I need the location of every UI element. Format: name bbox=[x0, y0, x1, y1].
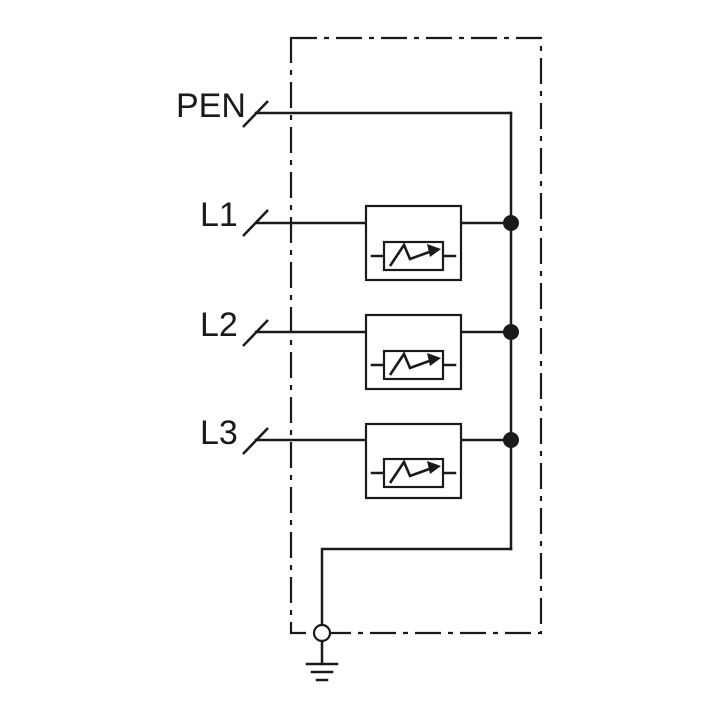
l2-protector bbox=[364, 313, 463, 391]
l2-junction bbox=[503, 324, 519, 340]
enclosure-outline bbox=[289, 36, 543, 635]
l3-label: L3 bbox=[200, 414, 238, 452]
surge-arrester-icon bbox=[388, 351, 441, 376]
pen-conductor: PEN bbox=[176, 87, 513, 128]
l1-conductor: L1 bbox=[200, 196, 519, 282]
l2-conductor: L2 bbox=[200, 306, 519, 391]
ground-terminal bbox=[312, 623, 332, 643]
l1-junction bbox=[503, 215, 519, 231]
pen-label: PEN bbox=[176, 87, 246, 125]
ground-icon bbox=[305, 639, 339, 682]
l3-protector bbox=[364, 422, 463, 500]
l1-protector bbox=[364, 204, 463, 282]
surge-arrester-icon bbox=[388, 459, 441, 484]
ground-wire bbox=[320, 547, 513, 628]
l3-junction bbox=[503, 432, 519, 448]
l3-conductor: L3 bbox=[200, 414, 519, 500]
surge-arrester-icon bbox=[388, 242, 441, 267]
l1-label: L1 bbox=[200, 196, 238, 234]
l2-label: L2 bbox=[200, 306, 238, 344]
